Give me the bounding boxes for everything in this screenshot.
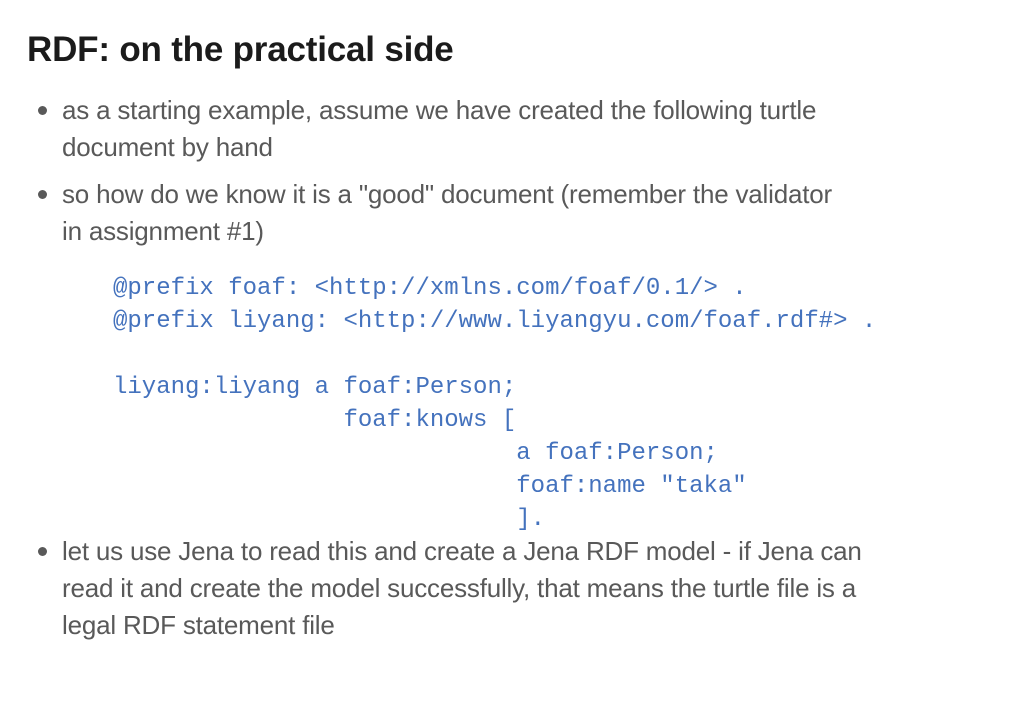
bullet-dot-icon xyxy=(38,190,47,199)
turtle-code-block: @prefix foaf: <http://xmlns.com/foaf/0.1… xyxy=(113,275,877,533)
bullet-line: legal RDF statement file xyxy=(62,610,335,640)
bullet-text: as a starting example, assume we have cr… xyxy=(62,92,816,166)
page-title: RDF: on the practical side xyxy=(27,29,454,71)
bullet-line: let us use Jena to read this and create … xyxy=(62,536,862,566)
bullet-item-good-document: so how do we know it is a "good" documen… xyxy=(36,176,832,250)
title-emphasis: RDF xyxy=(27,30,99,70)
bullet-dot-icon xyxy=(38,106,47,115)
bullet-dot-icon xyxy=(38,547,47,556)
bullet-text: let us use Jena to read this and create … xyxy=(62,533,862,644)
bullet-line: in assignment #1) xyxy=(62,216,264,246)
bullet-line: so how do we know it is a "good" documen… xyxy=(62,179,832,209)
bullet-line: document by hand xyxy=(62,132,273,162)
bullet-text: so how do we know it is a "good" documen… xyxy=(62,176,832,250)
bullet-line: as a starting example, assume we have cr… xyxy=(62,95,817,125)
title-rest: : on the practical side xyxy=(98,30,454,70)
bullet-item-starting-example: as a starting example, assume we have cr… xyxy=(36,92,816,166)
bullet-item-jena-model: let us use Jena to read this and create … xyxy=(36,533,862,644)
bullet-line: read it and create the model successfull… xyxy=(62,573,857,603)
